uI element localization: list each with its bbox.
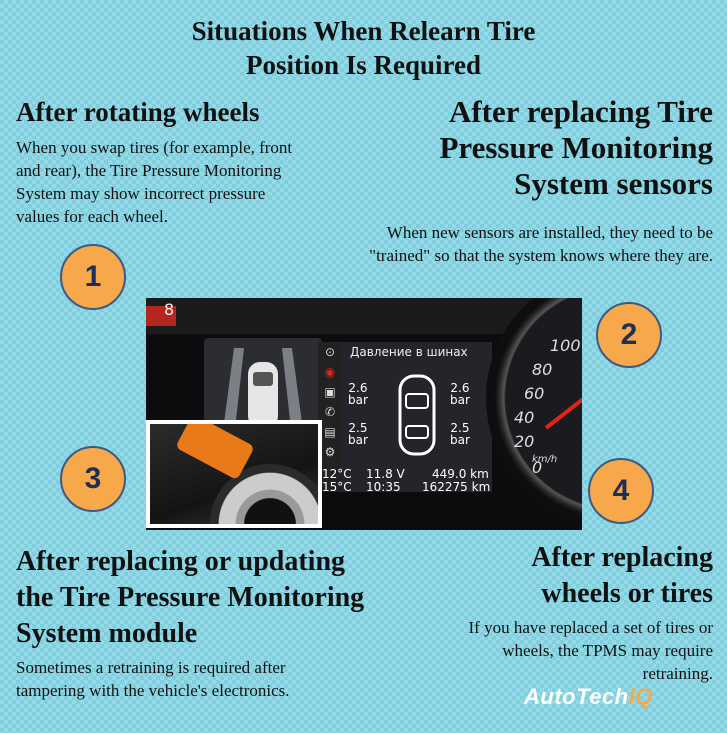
front-left-pressure: 2.6 bar bbox=[348, 381, 368, 407]
front-right-pressure: 2.6 bar bbox=[450, 381, 470, 407]
rear-left-pressure: 2.5 bar bbox=[348, 421, 368, 447]
section-3-heading: After replacing or updating the Tire Pre… bbox=[16, 546, 365, 649]
section-4-body: If you have replaced a set of tires or w… bbox=[468, 618, 714, 683]
autotechiq-logo: AutoTechIQ bbox=[524, 684, 653, 709]
section-1-heading: After rotating wheels bbox=[16, 97, 260, 127]
dashboard-top-number: 8 bbox=[164, 300, 175, 319]
section-2-heading: After replacing Tire Pressure Monitoring… bbox=[439, 94, 713, 201]
number-badge-1: 1 bbox=[60, 244, 126, 310]
number-badge-2: 2 bbox=[596, 302, 662, 368]
dashboard-photo: 8 ⊙◉▣✆▤⚙ Давление в шинах 2.6 bar 2.6 ba… bbox=[146, 298, 582, 530]
section-2-body: When new sensors are installed, they nee… bbox=[369, 223, 713, 265]
number-badge-3: 3 bbox=[60, 446, 126, 512]
tire-pressure-screen: Давление в шинах 2.6 bar 2.6 bar 2.5 bar… bbox=[342, 342, 492, 492]
page-title: Situations When Relearn Tire Position Is… bbox=[191, 16, 536, 80]
section-4-heading: After replacing wheels or tires bbox=[531, 542, 713, 609]
rear-right-pressure: 2.5 bar bbox=[450, 421, 470, 447]
screen-title: Давление в шинах bbox=[350, 345, 468, 359]
dashboard-menu-icons: ⊙◉▣✆▤⚙ bbox=[318, 342, 342, 492]
section-1-body: When you swap tires (for example, front … bbox=[16, 138, 293, 226]
car-top-view-icon bbox=[398, 374, 436, 456]
section-3-body: Sometimes a retraining is required after… bbox=[16, 658, 290, 700]
number-badge-4: 4 bbox=[588, 458, 654, 524]
tpms-tool-photo bbox=[146, 420, 322, 528]
